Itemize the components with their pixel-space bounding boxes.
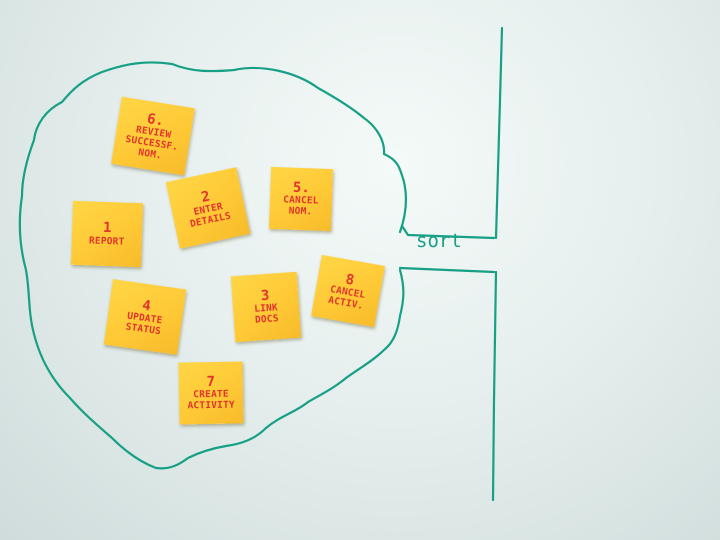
upper-channel-line bbox=[400, 224, 496, 240]
note-line: Status bbox=[124, 321, 162, 338]
note-number: 7 bbox=[206, 373, 216, 391]
sticky-note-6: 6. Review Successf. Nom. bbox=[111, 96, 195, 176]
note-line: Docs bbox=[254, 313, 280, 326]
sticky-note-5: 5. Cancel Nom. bbox=[268, 166, 334, 232]
sticky-note-8: 8 Cancel Activ. bbox=[311, 254, 385, 328]
sticky-note-4: 4 Update Status bbox=[103, 279, 187, 355]
upper-divider-line bbox=[494, 26, 504, 240]
note-number: 5. bbox=[292, 179, 311, 197]
lower-divider-line bbox=[491, 270, 498, 502]
note-line: Activity bbox=[187, 399, 235, 412]
cloud-outline bbox=[18, 61, 407, 470]
sort-label: sort bbox=[416, 230, 462, 252]
lower-channel-line bbox=[398, 266, 496, 274]
note-line: Nom. bbox=[137, 146, 163, 162]
note-line: Nom. bbox=[288, 205, 313, 218]
sticky-note-3: 3 Link Docs bbox=[230, 271, 302, 343]
note-line: Report bbox=[88, 234, 125, 248]
sticky-note-1: 1 Report bbox=[70, 200, 144, 268]
sticky-note-7: 7 Create Activity bbox=[178, 361, 244, 425]
note-number: 1 bbox=[102, 220, 112, 237]
